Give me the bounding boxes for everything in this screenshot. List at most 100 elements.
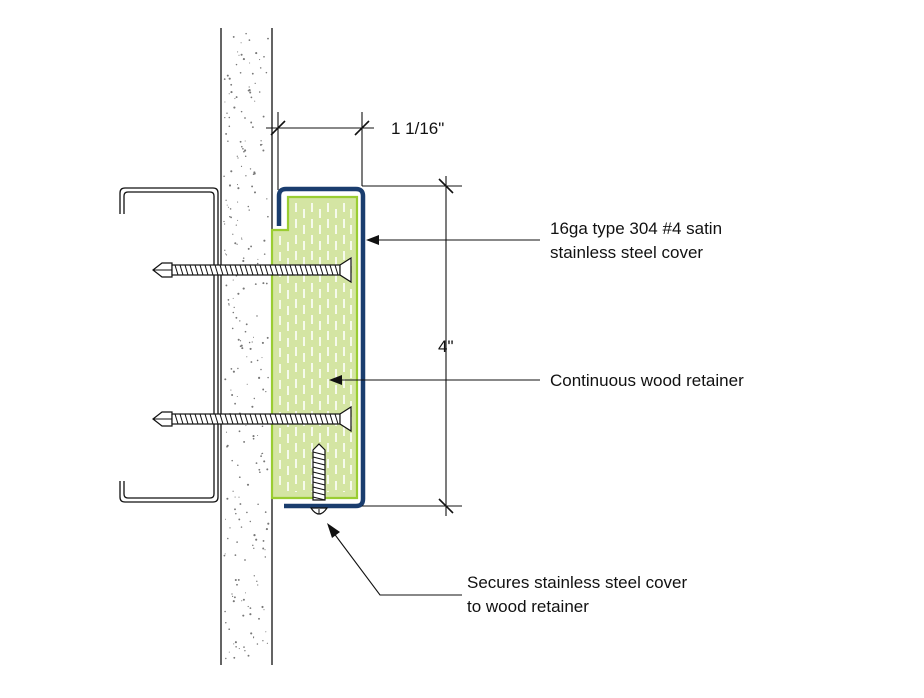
- wall-speckle: [238, 476, 241, 479]
- screw-thread: [214, 264, 219, 276]
- wall-speckle: [231, 595, 234, 598]
- wall-speckle: [242, 58, 245, 61]
- wall-speckle: [231, 593, 233, 595]
- wall-speckle: [266, 642, 269, 644]
- wall-speckle: [230, 216, 232, 219]
- wall-speckle: [247, 605, 249, 608]
- screw-thread: [309, 413, 314, 425]
- wall-speckle: [232, 370, 235, 373]
- wall-speckle: [258, 617, 260, 620]
- wall-speckle: [225, 199, 227, 201]
- cover-callout-line1: 16ga type 304 #4 satin: [550, 219, 722, 238]
- wall-speckle: [261, 425, 264, 428]
- wall-speckle: [262, 282, 265, 285]
- height-dimension: 4": [362, 176, 462, 516]
- wall-speckle: [237, 187, 240, 190]
- screw-thread: [224, 413, 229, 425]
- screw-thread: [249, 264, 254, 276]
- wall-speckle: [239, 340, 242, 342]
- screw-leader-arrowhead: [327, 523, 340, 538]
- wall-speckle: [250, 361, 253, 363]
- wall-speckle: [247, 247, 250, 250]
- screw-thread: [219, 413, 224, 425]
- wall-speckle: [240, 42, 242, 44]
- wall-speckle: [241, 145, 243, 148]
- wall-speckle: [241, 600, 243, 602]
- screw-thread: [264, 413, 269, 425]
- wall-speckle: [261, 341, 264, 344]
- wall-speckle: [233, 596, 236, 599]
- wall-speckle: [229, 215, 231, 218]
- wall-speckle: [235, 646, 237, 648]
- wall-speckle: [224, 101, 226, 103]
- wall-speckle: [239, 140, 242, 143]
- wall-speckle: [258, 376, 261, 379]
- wall-speckle: [225, 431, 228, 433]
- wall-speckle: [237, 464, 239, 467]
- screw-thread: [199, 264, 204, 276]
- screw-thread: [179, 413, 184, 425]
- wall-speckle: [237, 338, 240, 341]
- screw-thread: [312, 491, 326, 496]
- wall-speckle: [260, 140, 262, 142]
- screw-thread: [312, 476, 326, 481]
- wall-speckle: [257, 434, 259, 437]
- screw-thread: [234, 413, 239, 425]
- wall-speckle: [241, 238, 243, 240]
- wall-speckle: [236, 541, 238, 543]
- screw-thread: [319, 413, 324, 425]
- wall-speckle: [244, 330, 247, 333]
- wall-speckle: [262, 149, 265, 152]
- screw-thread: [324, 264, 329, 276]
- screw-thread: [312, 451, 326, 456]
- wall-speckle: [230, 83, 233, 86]
- wall-speckle: [232, 35, 235, 38]
- screw-thread: [312, 481, 326, 486]
- wall-speckle: [225, 254, 228, 256]
- wall-speckle: [264, 556, 267, 558]
- wall-speckle: [224, 553, 226, 555]
- wall-speckle: [255, 52, 258, 55]
- screw-thread: [234, 264, 239, 276]
- wall-speckle: [239, 320, 241, 322]
- wall-speckle: [262, 539, 265, 542]
- wall-speckle: [245, 323, 248, 326]
- wall-speckle: [264, 511, 267, 513]
- wall-speckle: [246, 483, 250, 486]
- wall-speckle: [240, 526, 243, 528]
- screw-thread: [294, 264, 299, 276]
- screw-thread: [329, 413, 334, 425]
- callout-securing-screw: Secures stainless steel cover to wood re…: [327, 523, 687, 616]
- wall-speckle: [252, 637, 255, 639]
- screw-thread: [209, 413, 214, 425]
- screw-thread: [284, 413, 289, 425]
- screw-thread: [312, 456, 326, 461]
- wall-speckle: [263, 55, 265, 58]
- retainer-leader-arrowhead: [329, 375, 342, 385]
- wall-speckle: [226, 497, 229, 500]
- wall-speckle: [254, 283, 257, 286]
- wall-speckle: [223, 220, 225, 223]
- wall-speckle: [223, 175, 225, 177]
- cover-leader-arrowhead: [366, 235, 379, 245]
- wall-speckle: [243, 150, 245, 153]
- wall-speckle: [242, 287, 245, 290]
- wall-section: [220, 28, 273, 665]
- screw-thread: [249, 413, 254, 425]
- screw-thread: [239, 413, 244, 425]
- wall-speckle: [267, 215, 269, 218]
- wall-speckle: [247, 654, 250, 657]
- wall-speckle: [251, 185, 254, 188]
- wall-speckle: [229, 208, 232, 210]
- callout-stainless-cover: 16ga type 304 #4 satin stainless steel c…: [366, 219, 722, 262]
- wall-speckle: [258, 91, 261, 93]
- wall-speckle: [241, 237, 243, 239]
- screw-thread: [239, 264, 244, 276]
- wall-speckle: [257, 258, 259, 260]
- wall-speckle: [228, 303, 230, 305]
- wall-speckle: [252, 336, 255, 338]
- wall-speckle: [231, 394, 234, 396]
- wall-speckle-pattern: [223, 32, 270, 660]
- steel-stud-channel: [119, 187, 219, 503]
- wall-speckle: [229, 527, 231, 529]
